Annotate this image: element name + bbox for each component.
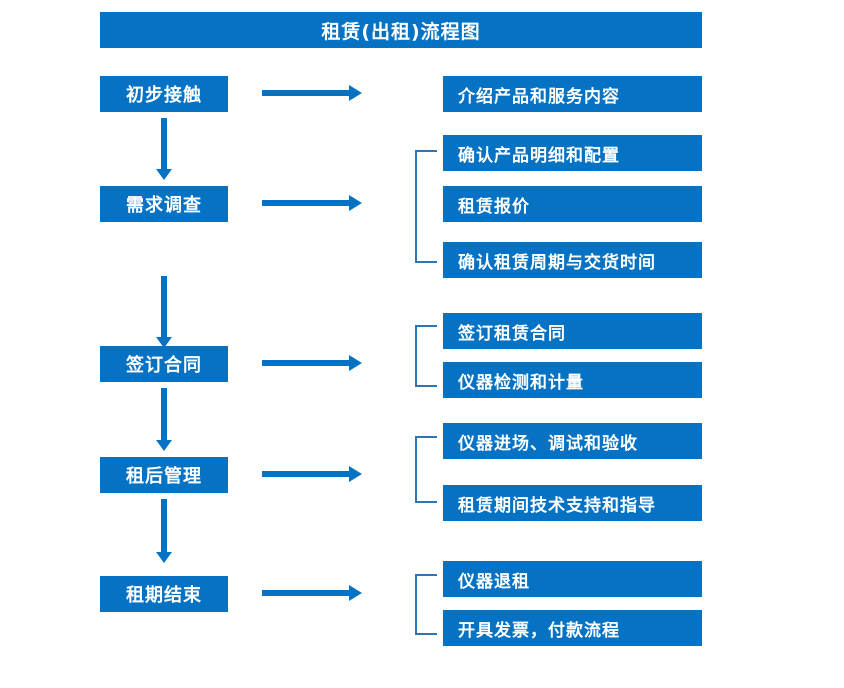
arrow-head-icon [156,169,172,180]
detail-box-6[interactable]: 仪器检测和计量 [443,362,702,398]
arrow-right-2 [262,195,362,211]
detail-box-2[interactable]: 确认产品明细和配置 [443,135,702,171]
arrow-head-icon [349,355,362,371]
arrow-shaft [262,590,350,596]
arrow-head-icon [349,85,362,101]
detail-box-9[interactable]: 仪器退租 [443,561,702,597]
group-bracket-3 [415,325,437,387]
detail-box-3[interactable]: 租赁报价 [443,186,702,222]
arrow-right-3 [262,355,362,371]
stage-box-3[interactable]: 签订合同 [100,346,228,382]
arrow-shaft [161,118,167,169]
group-bracket-4 [415,436,437,503]
arrow-head-icon [156,440,172,451]
arrow-down-3 [156,388,172,451]
stage-box-4[interactable]: 租后管理 [100,457,228,493]
stage-box-2[interactable]: 需求调查 [100,186,228,222]
arrow-shaft [161,276,167,337]
arrow-right-5 [262,585,362,601]
detail-box-10[interactable]: 开具发票，付款流程 [443,610,702,646]
stage-box-5[interactable]: 租期结束 [100,576,228,612]
arrow-shaft [161,388,167,440]
group-bracket-2 [415,150,437,263]
arrow-right-1 [262,85,362,101]
detail-box-7[interactable]: 仪器进场、调试和验收 [443,423,702,459]
arrow-shaft [262,360,350,366]
arrow-head-icon [349,466,362,482]
arrow-shaft [262,200,350,206]
arrow-head-icon [156,552,172,563]
arrow-down-2 [156,276,172,348]
arrow-head-icon [349,195,362,211]
arrow-down-4 [156,499,172,563]
arrow-down-1 [156,118,172,180]
group-bracket-5 [415,574,437,635]
detail-box-8[interactable]: 租赁期间技术支持和指导 [443,485,702,521]
arrow-head-icon [349,585,362,601]
diagram-title: 租赁(出租)流程图 [100,12,702,48]
arrow-shaft [262,90,350,96]
arrow-head-icon [156,337,172,348]
arrow-shaft [262,471,350,477]
detail-box-5[interactable]: 签订租赁合同 [443,313,702,349]
detail-box-1[interactable]: 介绍产品和服务内容 [443,76,702,112]
detail-box-4[interactable]: 确认租赁周期与交货时间 [443,242,702,278]
arrow-right-4 [262,466,362,482]
stage-box-1[interactable]: 初步接触 [100,76,228,112]
arrow-shaft [161,499,167,552]
